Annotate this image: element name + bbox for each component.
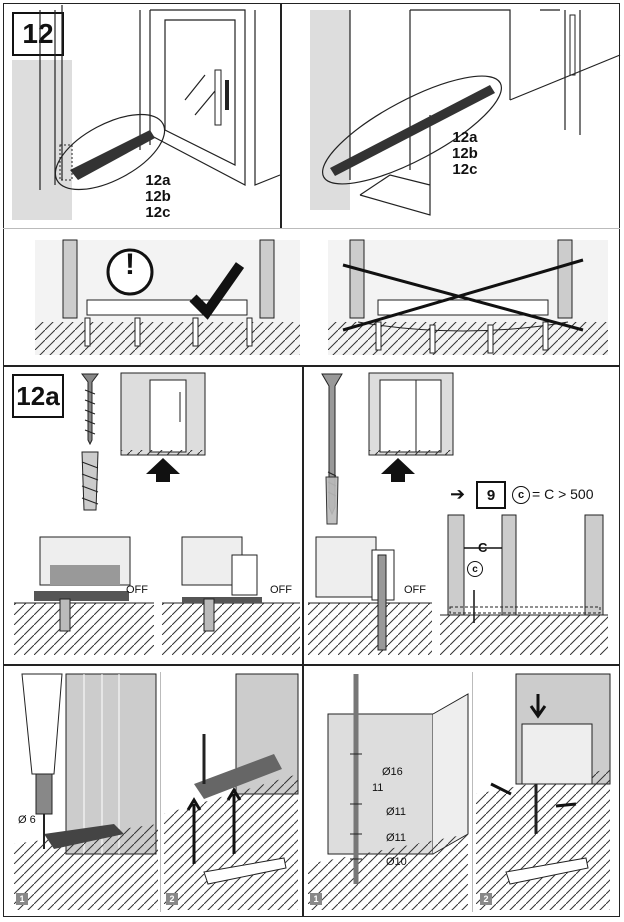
screw-icon	[81, 373, 99, 446]
off-label-3: OFF	[404, 584, 426, 596]
panel-divider	[302, 365, 304, 917]
door-icon-1	[120, 372, 206, 482]
step-12a-label: 12a	[12, 374, 64, 418]
panel-divider	[280, 3, 282, 228]
drill-size-label: Ø 6	[18, 814, 36, 826]
final-fixing-illustration	[476, 673, 611, 910]
panel-divider	[472, 672, 473, 912]
drill-icon	[21, 673, 63, 775]
c-symbol: c	[512, 486, 530, 504]
bolt-size-11: 11	[372, 782, 384, 794]
exclamation-icon	[106, 248, 154, 296]
bolt-size-11-lower: Ø11	[386, 832, 406, 844]
reference-step-box: 9	[476, 481, 506, 509]
section-view-3	[308, 536, 432, 655]
bolt-size-10: Ø10	[386, 856, 407, 868]
substep-1-right: 1	[310, 893, 322, 905]
section-divider	[3, 664, 620, 666]
level-check-wrong	[328, 239, 608, 355]
reference-formula: = C > 500	[532, 486, 594, 502]
up-arrow-icon	[186, 797, 202, 864]
section-view-1	[14, 536, 154, 655]
caulking-gun-icon	[203, 857, 287, 885]
c-marker: c	[467, 561, 483, 577]
up-arrow-icon	[381, 458, 415, 482]
screwing-illustration	[164, 673, 299, 910]
door-threshold-illustration-right	[310, 9, 621, 216]
clearance-diagram	[440, 514, 608, 655]
up-arrow-icon	[146, 458, 180, 482]
substep-2-right: 2	[480, 893, 492, 905]
bolt-illustration	[308, 674, 469, 910]
checkmark-icon	[189, 262, 245, 320]
door-icon-2	[368, 372, 454, 482]
cross-out-icon	[342, 258, 584, 332]
off-label-1: OFF	[126, 584, 148, 596]
instruction-frame	[3, 3, 620, 917]
door-threshold-illustration-left	[12, 5, 281, 220]
panel-divider	[3, 228, 620, 229]
panel-divider	[160, 672, 161, 912]
bolt-size-16: Ø16	[382, 766, 403, 778]
warning-symbol: !	[125, 248, 135, 281]
long-screw-icon	[321, 373, 343, 525]
substep-1-left: 1	[16, 893, 28, 905]
bolt-size-11-upper: Ø11	[386, 806, 406, 818]
clearance-dim-c: C	[478, 540, 488, 555]
drilling-illustration	[14, 673, 158, 910]
section-view-2	[162, 536, 300, 655]
level-check-correct	[35, 239, 300, 355]
reference-arrow: ➔	[450, 484, 466, 504]
section-divider	[3, 365, 620, 367]
caulking-gun-icon	[505, 857, 589, 885]
off-label-2: OFF	[270, 584, 292, 596]
substep-2-left: 2	[166, 893, 178, 905]
dowel-icon	[81, 451, 99, 511]
